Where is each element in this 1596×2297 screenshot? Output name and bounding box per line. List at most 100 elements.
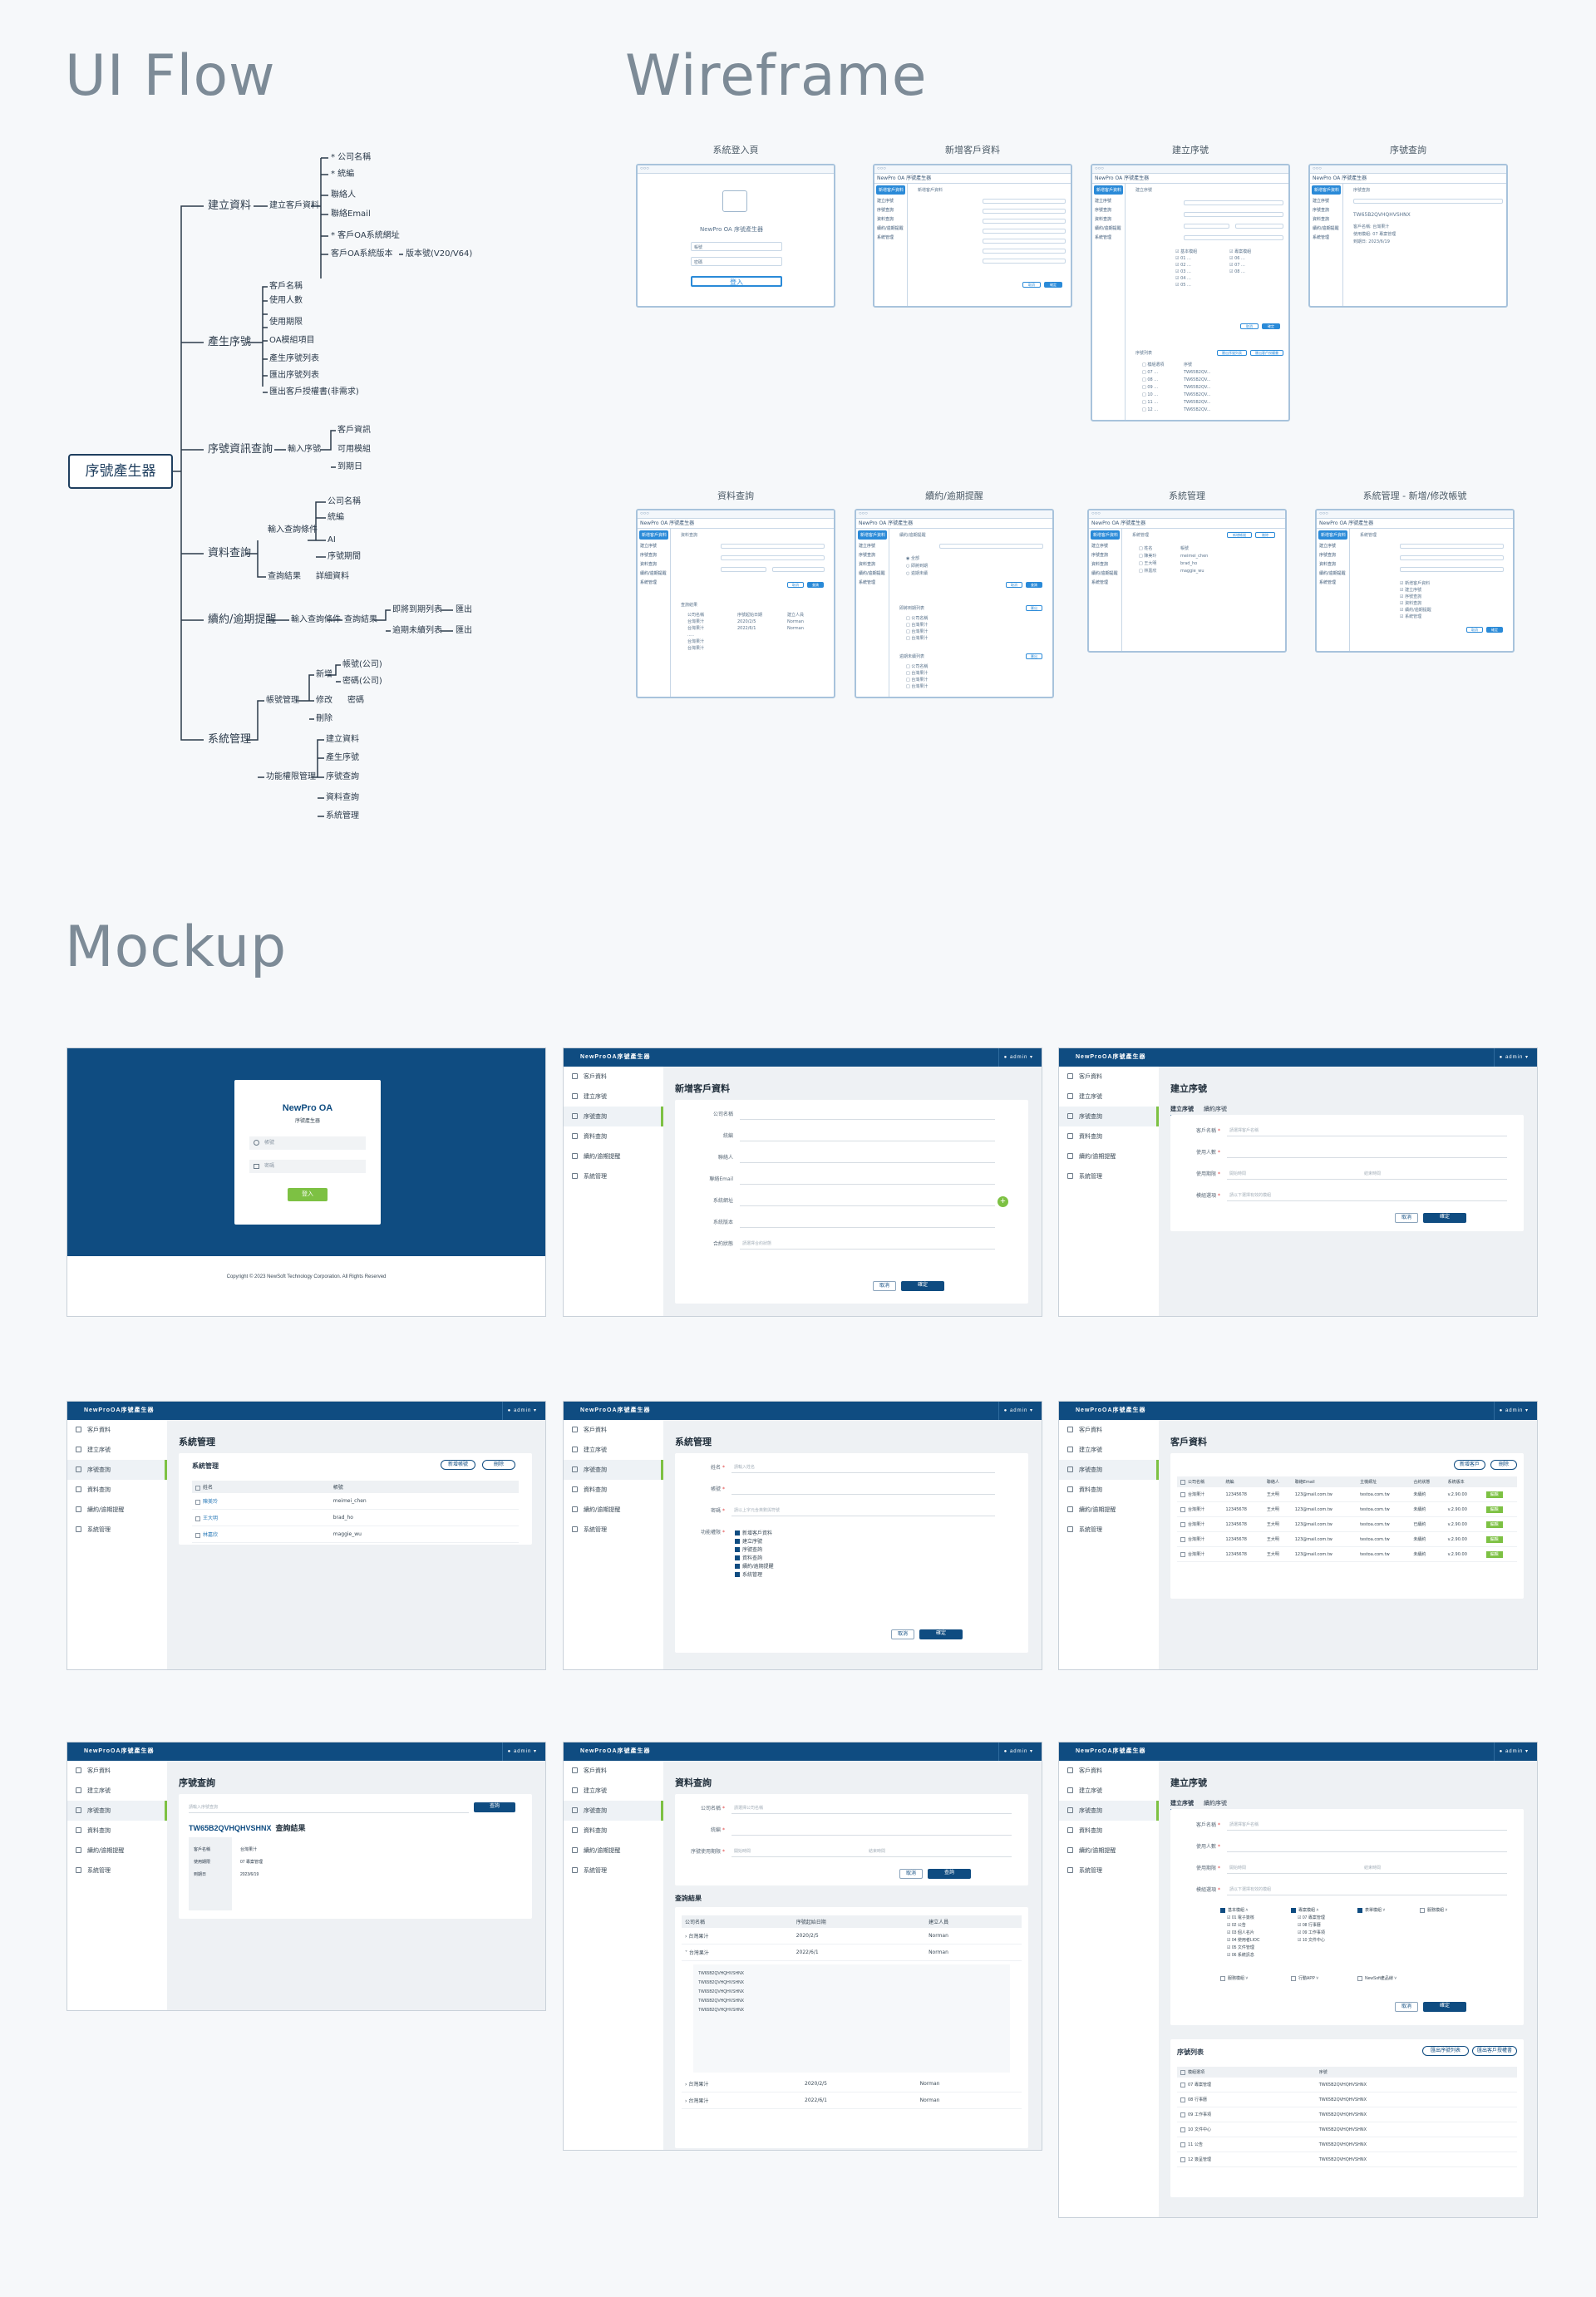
user-menu[interactable]: ● admin ▾ [501, 1742, 537, 1761]
sidebar-item[interactable]: 續約/逾期提醒 [67, 1500, 167, 1520]
login-user-input[interactable]: 帳號 [249, 1136, 366, 1150]
add-icon[interactable]: + [998, 1196, 1008, 1207]
sidebar-item[interactable]: 續約/逾期提醒 [564, 1841, 663, 1861]
sidebar-item[interactable]: 序號查詢 [564, 1107, 663, 1126]
module-group-basic[interactable]: 基本模組 ˄ ☑ 01 電子簽核☑ 02 公告☑ 03 個人名片☑ 04 使用者… [1220, 1907, 1260, 1959]
cancel-button[interactable]: 取消 [1395, 2002, 1418, 2012]
add-account-button[interactable]: 新增帳號 [441, 1460, 475, 1470]
sidebar-item[interactable]: 序號查詢 [564, 1460, 663, 1480]
confirm-button[interactable]: 確定 [1423, 2002, 1466, 2012]
sidebar-item[interactable]: 系統管理 [564, 1166, 663, 1186]
name-input[interactable]: 請輸入姓名 [732, 1463, 995, 1473]
password-input[interactable]: 請以上字元含英數與符號 [732, 1506, 995, 1516]
login-pass-input[interactable]: 密碼 [249, 1160, 366, 1173]
module-group-newsoft[interactable]: NewSoft產品線 ˅ [1357, 1975, 1396, 1981]
serial-input[interactable]: 請輸入序號查詢 [189, 1802, 469, 1813]
tax-id-input[interactable] [740, 1131, 995, 1141]
account-input[interactable] [732, 1485, 995, 1495]
sidebar-item[interactable]: 客戶資料 [564, 1761, 663, 1781]
tax-id-input[interactable] [732, 1826, 1012, 1836]
search-button[interactable]: 查詢 [928, 1869, 971, 1879]
add-customer-button[interactable]: 新增客戶 [1454, 1460, 1485, 1470]
user-menu[interactable]: ● admin ▾ [998, 1048, 1033, 1067]
sidebar-item[interactable]: 建立序號 [564, 1781, 663, 1801]
sidebar-item[interactable]: 序號查詢 [1059, 1460, 1159, 1480]
permission-list[interactable]: 新增客戶資料 建立序號 序號查詢 資料查詢 續約/逾期提醒 系統管理 [735, 1530, 774, 1580]
edit-button[interactable]: 編輯 [1485, 1491, 1503, 1498]
end-date[interactable]: 結束時間 [1362, 1170, 1507, 1180]
version-input[interactable] [740, 1218, 995, 1228]
end-date[interactable]: 結束時間 [1362, 1864, 1507, 1874]
users-stepper[interactable] [1227, 1148, 1507, 1158]
sidebar-item[interactable]: 系統管理 [1059, 1861, 1159, 1880]
tab-renew[interactable]: 續約序號 [1204, 1106, 1227, 1112]
sidebar-item[interactable]: 客戶資料 [1059, 1761, 1159, 1781]
sidebar-item[interactable]: 客戶資料 [67, 1420, 167, 1440]
delete-button[interactable]: 刪除 [482, 1460, 515, 1470]
user-menu[interactable]: ● admin ▾ [1493, 1742, 1529, 1761]
sidebar-item[interactable]: 續約/逾期提醒 [1059, 1841, 1159, 1861]
confirm-button[interactable]: 確定 [1423, 1213, 1466, 1223]
sidebar-item[interactable]: 資料查詢 [67, 1480, 167, 1500]
sidebar-item[interactable]: 系統管理 [1059, 1520, 1159, 1540]
sidebar-item[interactable]: 建立序號 [67, 1781, 167, 1801]
sidebar-item[interactable]: 系統管理 [67, 1861, 167, 1880]
cancel-button[interactable]: 取消 [899, 1869, 923, 1879]
edit-button[interactable]: 編輯 [1485, 1536, 1503, 1543]
export-list-button[interactable]: 匯出序號列表 [1422, 2046, 1469, 2056]
users-stepper[interactable] [1227, 1842, 1507, 1852]
sidebar-item[interactable]: 續約/逾期提醒 [564, 1500, 663, 1520]
sidebar-item[interactable]: 續約/逾期提醒 [67, 1841, 167, 1861]
module-select[interactable]: 請以下選擇有效的模組 [1227, 1885, 1507, 1895]
sidebar-item[interactable]: 序號查詢 [1059, 1107, 1159, 1126]
company-select[interactable]: 請選擇公司名稱 [732, 1804, 1012, 1814]
sidebar-item[interactable]: 序號查詢 [564, 1801, 663, 1821]
sidebar-item[interactable]: 客戶資料 [1059, 1420, 1159, 1440]
sidebar-item[interactable]: 建立序號 [564, 1087, 663, 1107]
module-group-form[interactable]: 表單模組 ˅ [1357, 1907, 1385, 1913]
sidebar-item[interactable]: 續約/逾期提醒 [564, 1146, 663, 1166]
user-menu[interactable]: ● admin ▾ [501, 1402, 537, 1420]
sidebar-item[interactable]: 客戶資料 [564, 1067, 663, 1087]
user-menu[interactable]: ● admin ▾ [1493, 1048, 1529, 1067]
login-button[interactable]: 登入 [288, 1188, 328, 1201]
sidebar-item[interactable]: 建立序號 [67, 1440, 167, 1460]
sidebar-item[interactable]: 系統管理 [67, 1520, 167, 1540]
sidebar-item[interactable]: 資料查詢 [564, 1821, 663, 1841]
sidebar-item[interactable]: 建立序號 [1059, 1781, 1159, 1801]
edit-button[interactable]: 編輯 [1485, 1521, 1503, 1528]
start-date[interactable]: 開始時間 [732, 1847, 904, 1857]
delete-button[interactable]: 刪除 [1490, 1460, 1517, 1470]
sidebar-item[interactable]: 資料查詢 [564, 1480, 663, 1500]
sidebar-item[interactable]: 客戶資料 [1059, 1067, 1159, 1087]
module-group-project[interactable]: 專案模組 ˄ ☑ 07 專案管理☑ 08 行事曆☑ 09 工作事項☑ 10 文件… [1291, 1907, 1325, 1945]
customer-select[interactable]: 請選擇客戶名稱 [1227, 1126, 1507, 1136]
export-license-button[interactable]: 匯出客戶授權書 [1472, 2046, 1517, 2056]
sidebar-item[interactable]: 客戶資料 [67, 1761, 167, 1781]
user-menu[interactable]: ● admin ▾ [998, 1402, 1033, 1420]
url-input[interactable] [740, 1196, 995, 1206]
module-group-app[interactable]: 行動APP ˅ [1291, 1975, 1318, 1981]
status-select[interactable]: 請選擇合約狀態 [740, 1240, 995, 1250]
sidebar-item[interactable]: 續約/逾期提醒 [1059, 1146, 1159, 1166]
company-input[interactable] [740, 1110, 995, 1120]
edit-button[interactable]: 編輯 [1485, 1551, 1503, 1558]
email-input[interactable] [740, 1175, 995, 1185]
sidebar-item[interactable]: 系統管理 [1059, 1166, 1159, 1186]
contact-input[interactable] [740, 1153, 995, 1163]
module-group-service[interactable]: 服務模組 ˅ [1420, 1907, 1447, 1913]
